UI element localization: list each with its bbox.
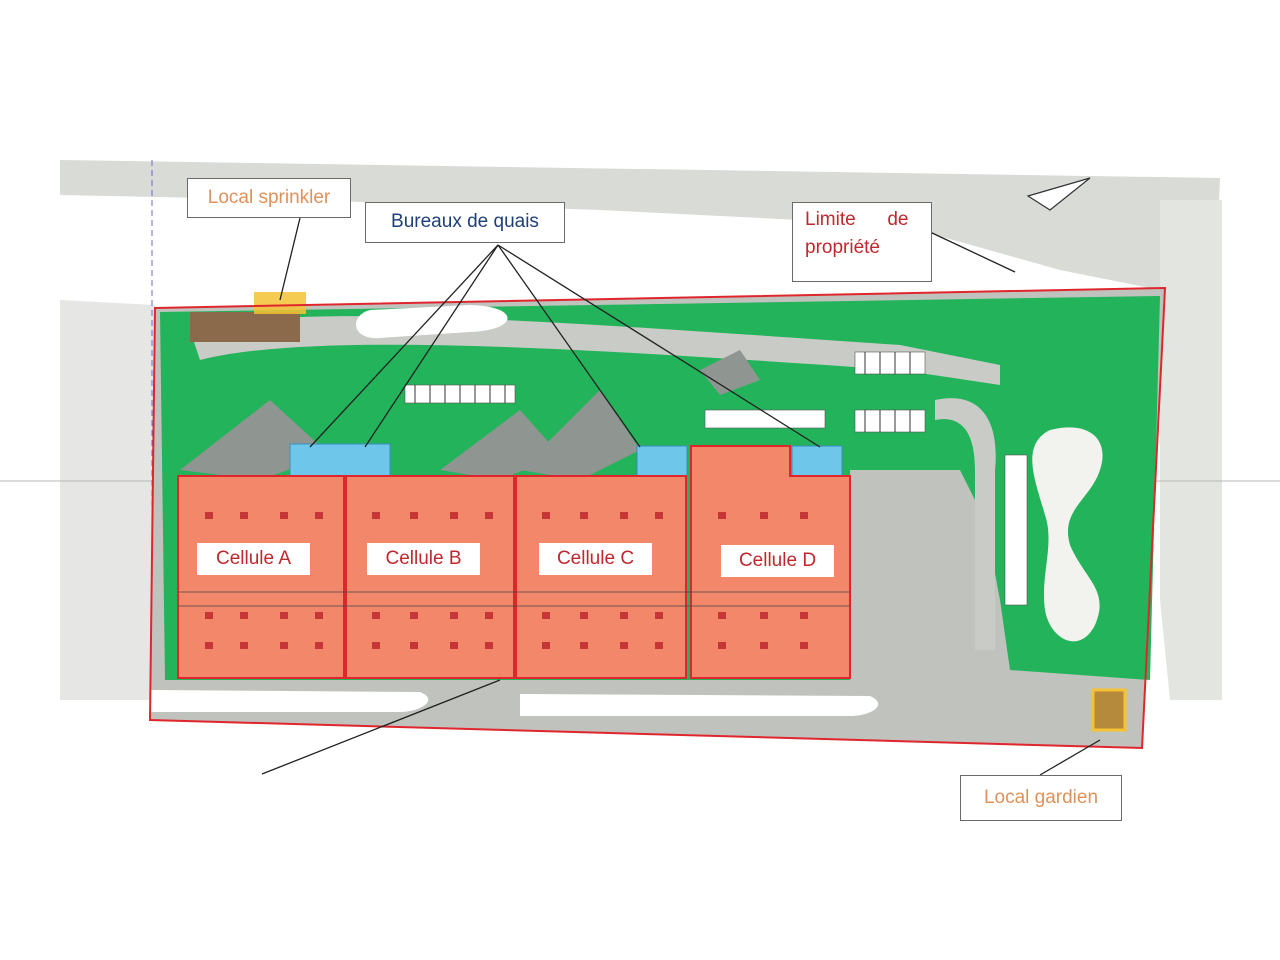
internal-road-loop xyxy=(935,398,996,650)
sprinkler-highlight xyxy=(254,292,306,314)
left-area xyxy=(60,300,155,700)
stall-lines xyxy=(414,352,911,432)
north-arrow-icon xyxy=(1026,177,1091,211)
parking-stalls xyxy=(404,351,1028,606)
pond xyxy=(1032,427,1103,642)
callout-local-sprinkler-text: Local sprinkler xyxy=(207,187,331,208)
cell-a-label: Cellule A xyxy=(197,543,310,575)
sprinkler-building xyxy=(190,312,300,342)
dimension-lines xyxy=(178,591,850,607)
right-road xyxy=(1160,200,1222,700)
callout-bureaux-de-quais-text: Bureaux de quais xyxy=(391,211,539,232)
warehouse-cells xyxy=(177,445,851,679)
cell-c-label: Cellule C xyxy=(539,543,652,575)
property-line xyxy=(148,286,1167,750)
skylights xyxy=(205,512,808,649)
callout-limite-line1: Limite de xyxy=(805,209,909,230)
guard-building xyxy=(1091,688,1127,732)
callout-local-sprinkler: Local sprinkler xyxy=(187,178,351,218)
cell-d-label: Cellule D xyxy=(721,545,834,577)
callout-limite-de-propriete: Limite de propriété xyxy=(792,202,932,282)
parking-strip-2 xyxy=(150,690,429,712)
cell-b-label: Cellule B xyxy=(367,543,480,575)
dock-offices xyxy=(289,443,843,477)
dock-approaches xyxy=(180,350,760,480)
leader-lines xyxy=(261,217,1101,776)
callout-limite-line2: propriété xyxy=(805,237,880,258)
callout-local-gardien: Local gardien xyxy=(960,775,1122,821)
parking-strip-3 xyxy=(520,694,879,716)
parking-strip xyxy=(356,305,508,339)
callout-bureaux-de-quais: Bureaux de quais xyxy=(365,202,565,243)
callout-local-gardien-text: Local gardien xyxy=(983,787,1099,808)
